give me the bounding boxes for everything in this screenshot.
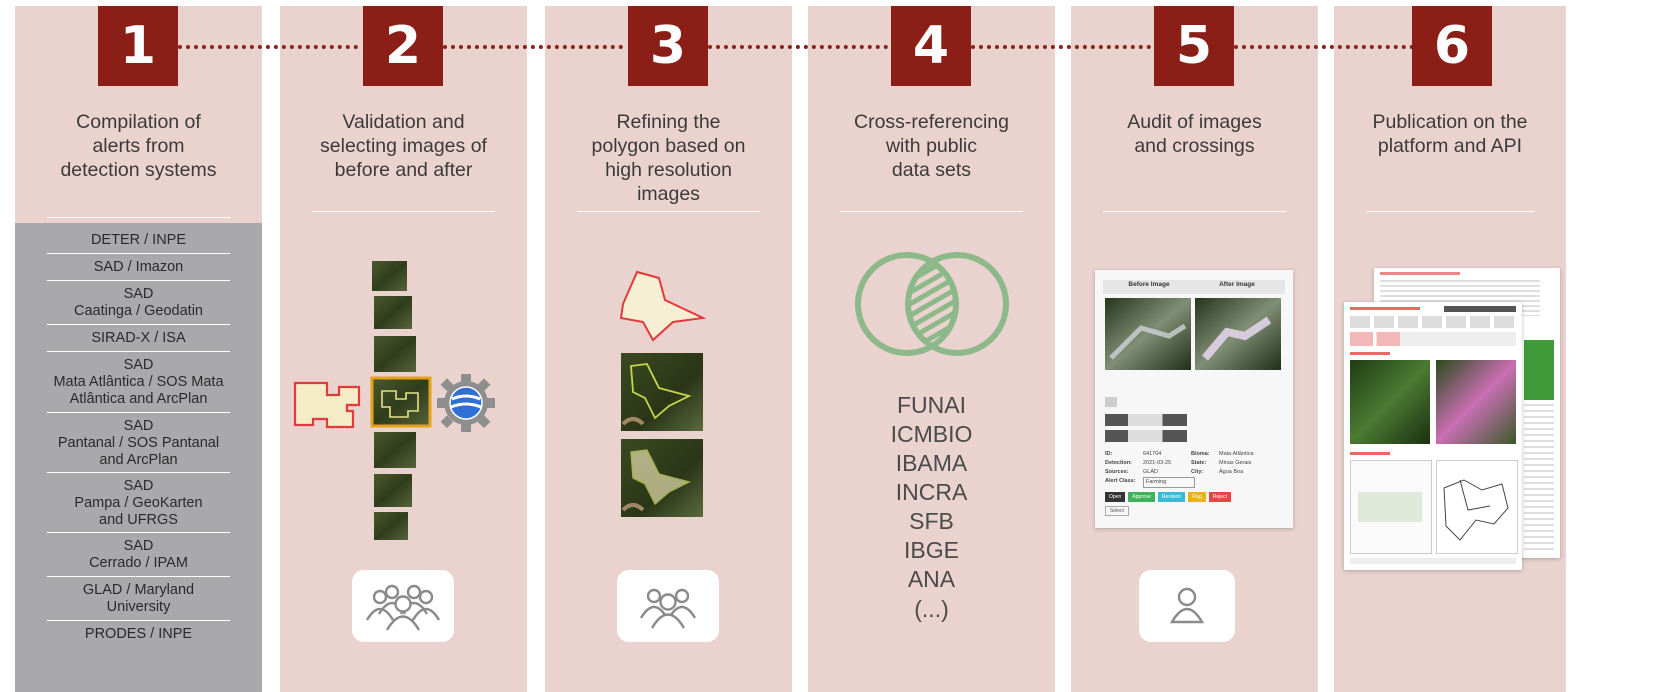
open-button[interactable]: Open: [1105, 492, 1126, 502]
divider: [47, 532, 230, 533]
field-key: ID:: [1105, 451, 1113, 457]
divider: [47, 412, 230, 413]
divider: [47, 351, 230, 352]
connector: [971, 45, 1151, 49]
step-column-3: 3 Refining the polygon based on high res…: [545, 6, 792, 692]
field-value: Água Boa: [1219, 469, 1244, 475]
approve-button[interactable]: Approve: [1128, 492, 1155, 502]
flag-button[interactable]: Flag: [1188, 492, 1206, 502]
step-column-2: 2 Validation and selecting images of bef…: [280, 6, 527, 692]
step-column-5: 5 Audit of images and crossings Before I…: [1071, 6, 1318, 692]
connector: [708, 45, 888, 49]
divider: [312, 211, 495, 212]
field-value: GLAD: [1143, 469, 1158, 475]
people-group-icon: [365, 584, 441, 631]
agency-item: SFB: [909, 508, 954, 534]
step-column-6: 6 Publication on the platform and API: [1334, 6, 1566, 692]
source-item: SAD / Imazon: [93, 259, 184, 275]
person-icon: [1169, 587, 1205, 624]
reject-button[interactable]: Reject: [1208, 492, 1231, 502]
step-number: 6: [1412, 6, 1492, 86]
step-column-1: 1 Compilation of alerts from detection s…: [15, 6, 262, 692]
step-number: 5: [1154, 6, 1234, 86]
auditor-badge: [1139, 570, 1235, 642]
divider: [47, 280, 230, 281]
step-title: Validation and selecting images of befor…: [320, 111, 487, 181]
agency-item: IBGE: [904, 537, 959, 563]
agency-item: ANA: [907, 566, 956, 592]
image-selection-illustration: [293, 261, 495, 540]
source-item: SAD Pantanal / SOS Pantanal and ArcPlan: [57, 418, 220, 468]
audit-screenshot: Before Image After Image ID: 641704 Bioma:…: [1095, 270, 1293, 528]
divider: [47, 472, 230, 473]
people-icon: [639, 588, 697, 629]
revision-button[interactable]: Revision: [1157, 492, 1186, 502]
venn-diagram-icon: [855, 252, 1009, 356]
agency-item: INCRA: [895, 479, 968, 505]
step-title: Refining the polygon based on high resol…: [591, 111, 746, 205]
polygon-refinement-illustration: [619, 270, 707, 517]
divider: [1366, 211, 1534, 212]
source-item: DETER / INPE: [90, 232, 187, 248]
before-image-label: Before Image: [1128, 281, 1170, 288]
step-number: 1: [98, 6, 178, 86]
field-value: Minas Gerais: [1219, 460, 1252, 466]
divider: [47, 253, 230, 254]
agency-item: FUNAI: [897, 392, 966, 418]
divider: [47, 620, 230, 621]
step-number: 3: [628, 6, 708, 86]
field-value: 641704: [1143, 451, 1162, 457]
step-title: Audit of images and crossings: [1127, 111, 1262, 157]
agency-item: ICMBIO: [890, 421, 973, 447]
divider: [1103, 211, 1286, 212]
divider: [840, 211, 1023, 212]
step-column-4: 4 Cross-referencing with public data set…: [808, 6, 1055, 692]
team-badge: [617, 570, 719, 642]
source-item: SAD Mata Atlântica / SOS Mata Atlântica …: [53, 357, 224, 407]
step-number: 4: [891, 6, 971, 86]
detection-sources-panel: DETER / INPE SAD / Imazon SAD Caatinga /…: [15, 217, 262, 692]
divider: [47, 217, 230, 218]
report-page-front: [1344, 302, 1522, 570]
alert-class-select[interactable]: Farming: [1143, 477, 1195, 488]
google-earth-gear-icon: [437, 374, 495, 432]
agency-item: (...): [914, 596, 949, 622]
field-value: Mata Atlântica: [1219, 451, 1254, 457]
field-key: Bioma:: [1191, 451, 1210, 457]
source-item: GLAD / Maryland University: [82, 582, 195, 615]
connector: [1234, 45, 1414, 49]
source-item: PRODES / INPE: [84, 626, 193, 642]
after-image-label: After Image: [1219, 281, 1255, 288]
alert-details: ID: 641704 Bioma: Mata Atlântica Detection:…: [1105, 450, 1285, 488]
source-item: SAD Caatinga / Geodatin: [74, 286, 203, 319]
field-key: Sources:: [1105, 469, 1129, 475]
team-badge: [352, 570, 454, 642]
divider: [47, 576, 230, 577]
polygon-shape: [619, 270, 707, 342]
field-key: State:: [1191, 460, 1207, 466]
select-button[interactable]: Select: [1105, 506, 1129, 516]
agency-item: IBAMA: [895, 450, 968, 476]
field-key: Alert Class:: [1105, 478, 1136, 484]
divider: [577, 211, 760, 212]
step-number: 2: [363, 6, 443, 86]
step-title: Compilation of alerts from detection sys…: [60, 111, 217, 181]
field-key: City:: [1191, 469, 1204, 475]
connector: [178, 45, 358, 49]
connector: [443, 45, 623, 49]
field-key: Detection:: [1105, 460, 1132, 466]
source-item: SIRAD-X / ISA: [91, 330, 186, 346]
field-value: 2021-03-25: [1143, 460, 1172, 466]
source-item: SAD Cerrado / IPAM: [89, 538, 188, 571]
source-item: SAD Pampa / GeoKarten and UFRGS: [74, 478, 203, 528]
step-title: Publication on the platform and API: [1372, 111, 1528, 157]
divider: [47, 324, 230, 325]
step-title: Cross-referencing with public data sets: [854, 111, 1009, 181]
polygon-shape: [293, 381, 361, 429]
before-after-images: [1105, 298, 1281, 370]
